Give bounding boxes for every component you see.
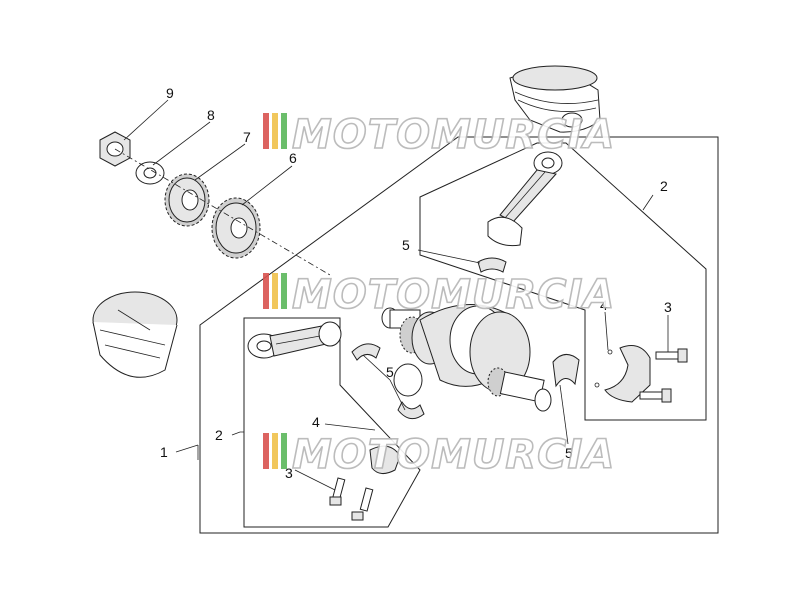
bolt-upper-right-2 (639, 388, 672, 403)
bolt-lower-2 (351, 487, 374, 521)
conrod-upper-outline (419, 142, 707, 421)
callout-gear-large: 6 (289, 150, 297, 166)
watermark-top: MOTOMURCIA (263, 111, 615, 159)
conrod-lower-outline (243, 317, 421, 528)
callout-assembly: 1 (160, 444, 168, 460)
callout-conrod-lower: 2 (215, 427, 223, 443)
callout-bearing-upper-left: 5 (402, 237, 410, 253)
callout-labels: 9 8 7 6 2 2 1 5 5 5 4 4 3 3 (160, 85, 672, 481)
bearing-cap-right (594, 345, 651, 403)
watermark-text: MOTOMURCIA (292, 272, 615, 318)
conrod-lower (247, 321, 342, 359)
callout-conrod-upper: 2 (660, 178, 668, 194)
crankshaft (381, 304, 552, 412)
piston-left (92, 291, 178, 378)
leader-lines (123, 99, 669, 491)
gear-part-7 (164, 173, 210, 227)
bearing-upper (477, 257, 507, 273)
bearing-right (552, 354, 580, 388)
callout-washer: 8 (207, 107, 215, 123)
callout-bearing-lower-left: 5 (386, 364, 394, 380)
callout-bearing-right: 5 (565, 445, 573, 461)
conrod-upper (487, 151, 563, 247)
callout-pin-lower: 4 (312, 414, 320, 430)
bearing-cap-lower (369, 445, 401, 474)
callout-pin-upper: 4 (600, 297, 608, 313)
bearing-left-lower (397, 401, 425, 420)
watermark-bottom: MOTOMURCIA (263, 431, 615, 479)
piston-top (509, 65, 601, 133)
watermark-middle: MOTOMURCIA (263, 271, 615, 319)
bolt-upper-right-1 (655, 348, 688, 363)
callout-nut: 9 (166, 85, 174, 101)
bearing-left-upper (351, 343, 381, 361)
callout-bolt-upper: 3 (664, 299, 672, 315)
watermark-text: MOTOMURCIA (292, 432, 615, 478)
bolt-lower-1 (329, 477, 346, 506)
assembly-outline-1 (199, 136, 719, 534)
washer-part-8 (135, 161, 165, 185)
callout-bolt-lower: 3 (285, 465, 293, 481)
gear-part-6 (211, 197, 261, 259)
callout-gear-small: 7 (243, 129, 251, 145)
watermark-text: MOTOMURCIA (292, 112, 615, 158)
